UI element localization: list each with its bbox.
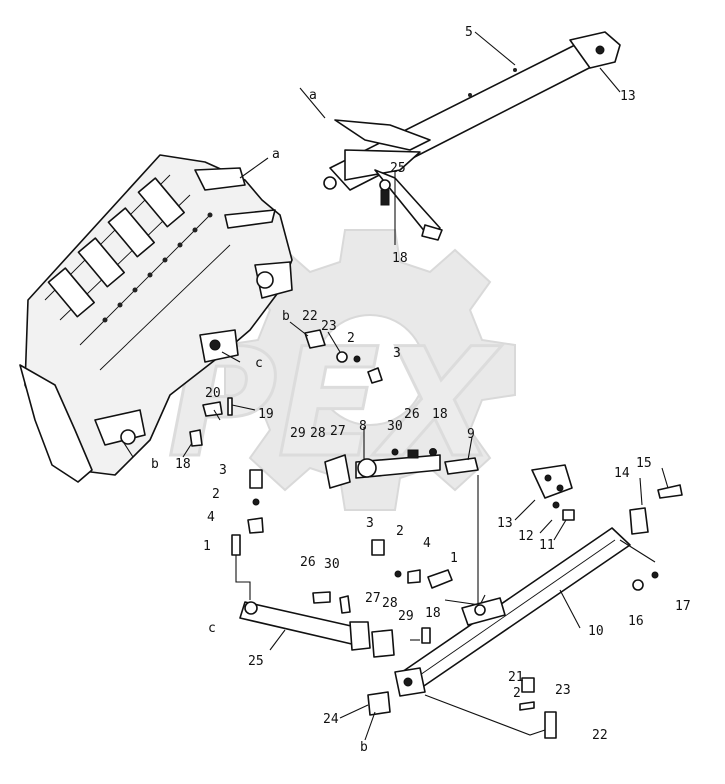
upper-frame-5 <box>299 31 621 241</box>
callout-23: 23 <box>555 683 571 698</box>
small-parts-upper <box>189 329 383 447</box>
callout-10: 10 <box>588 624 604 639</box>
callout-27: 27 <box>330 424 346 439</box>
ref-b: b <box>360 740 368 755</box>
callout-21: 21 <box>508 670 524 685</box>
ref-c: c <box>255 356 263 371</box>
callout-3: 3 <box>393 346 401 361</box>
callout-26: 26 <box>300 555 316 570</box>
callout-30: 30 <box>387 419 403 434</box>
callout-25: 25 <box>390 161 406 176</box>
callout-22: 22 <box>592 728 608 743</box>
ref-b: b <box>151 457 159 472</box>
callout-29: 29 <box>398 609 414 624</box>
callout-4: 4 <box>207 510 215 525</box>
ref-a: a <box>309 88 317 103</box>
center-link <box>324 448 479 489</box>
callout-28: 28 <box>310 426 326 441</box>
callout-14: 14 <box>614 466 630 481</box>
small-parts-left <box>231 469 264 600</box>
blade <box>19 154 293 483</box>
callout-13: 13 <box>620 89 636 104</box>
callout-3: 3 <box>366 516 374 531</box>
callout-30: 30 <box>324 557 340 572</box>
blade-ribs <box>47 177 186 318</box>
callout-18: 18 <box>425 606 441 621</box>
leader-lines <box>121 31 669 741</box>
callout-1: 1 <box>450 551 458 566</box>
callout-5: 5 <box>465 25 473 40</box>
callout-22: 22 <box>302 309 318 324</box>
callout-1: 1 <box>203 539 211 554</box>
callout-18: 18 <box>432 407 448 422</box>
callout-28: 28 <box>382 596 398 611</box>
callout-13: 13 <box>497 516 513 531</box>
callout-16: 16 <box>628 614 644 629</box>
callout-15: 15 <box>636 456 652 471</box>
callout-17: 17 <box>675 599 691 614</box>
ref-c: c <box>208 621 216 636</box>
callout-18: 18 <box>392 251 408 266</box>
callout-29: 29 <box>290 426 306 441</box>
callout-24: 24 <box>323 712 339 727</box>
callout-11: 11 <box>539 538 555 553</box>
callout-2: 2 <box>396 524 404 539</box>
callout-2: 2 <box>212 487 220 502</box>
small-parts-bottom <box>367 677 557 739</box>
callout-9: 9 <box>467 427 475 442</box>
callout-27: 27 <box>365 591 381 606</box>
callout-25: 25 <box>248 654 264 669</box>
callout-labels: 5 13 a a 25 18 b 22 23 2 3 c 20 19 b 18 … <box>151 25 691 755</box>
callout-23: 23 <box>321 319 337 334</box>
callout-26: 26 <box>404 407 420 422</box>
callout-20: 20 <box>205 386 221 401</box>
callout-19: 19 <box>258 407 274 422</box>
ref-a: a <box>272 147 280 162</box>
ref-b: b <box>282 309 290 324</box>
callout-2: 2 <box>347 331 355 346</box>
blade-bolt-holes <box>102 212 213 323</box>
callout-12: 12 <box>518 529 534 544</box>
callout-18: 18 <box>175 457 191 472</box>
watermark-gear <box>224 229 516 511</box>
callout-2: 2 <box>513 686 521 701</box>
callout-4: 4 <box>423 536 431 551</box>
lower-left-arm-25 <box>239 591 431 658</box>
callout-3: 3 <box>219 463 227 478</box>
lower-right-arm-10 <box>394 464 683 697</box>
callout-8: 8 <box>359 419 367 434</box>
